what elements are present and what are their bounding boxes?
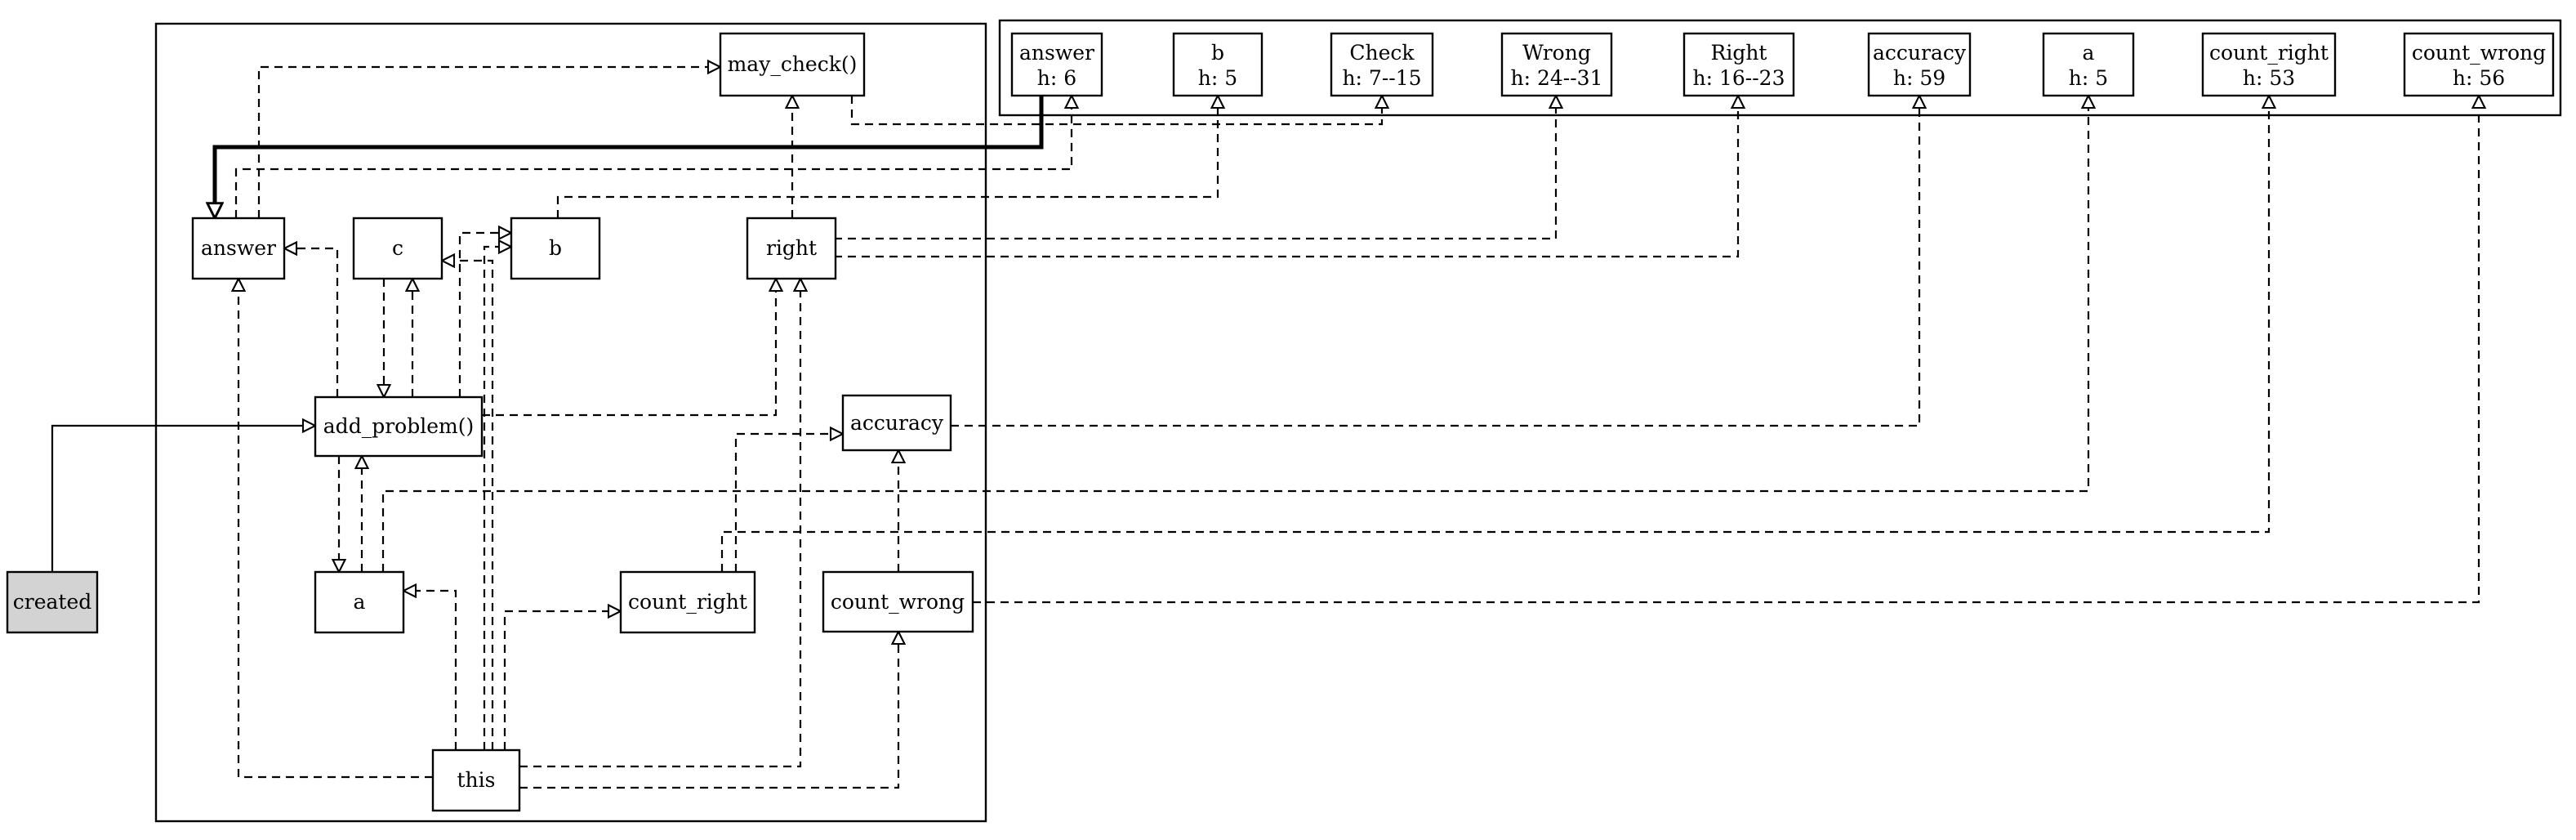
edge-count-right-to-accuracy (734, 434, 843, 572)
history-node-a-name: a (2083, 41, 2095, 65)
history-node-wrong-name: Wrong (1522, 41, 1591, 65)
edge-this-to-c (442, 261, 494, 750)
node-answer-label: answer (201, 236, 276, 260)
edge-layer (51, 67, 2479, 789)
edge-this-to-count-right (503, 611, 621, 750)
node-right-label: right (766, 236, 817, 260)
history-node-b-value: h: 5 (1198, 66, 1237, 90)
history-node-count-right: count_right h: 53 (2201, 32, 2337, 97)
edge-add-problem-to-answer (284, 248, 339, 397)
edge-this-to-answer (238, 279, 433, 779)
edge-add-problem-to-b (458, 233, 511, 397)
main-cluster (154, 22, 987, 823)
edge-this-to-count-wrong (519, 632, 898, 789)
node-this: this (431, 748, 521, 812)
history-node-answer-name: answer (1019, 41, 1094, 65)
history-node-accuracy: accuracy h: 59 (1867, 32, 1972, 97)
edge-right-to-history-wrong (834, 96, 1556, 240)
edge-b-to-history-b (556, 96, 1218, 218)
history-cluster (998, 19, 2562, 117)
node-count-wrong: count_wrong (822, 570, 974, 633)
node-count-right-label: count_right (628, 590, 747, 614)
history-node-count-right-value: h: 53 (2243, 66, 2295, 90)
node-b: b (510, 217, 601, 280)
history-node-count-wrong-name: count_wrong (2412, 41, 2546, 65)
node-accuracy-label: accuracy (850, 411, 944, 435)
history-node-right: Right h: 16--23 (1682, 32, 1795, 97)
history-node-a-value: h: 5 (2069, 66, 2108, 90)
edge-this-to-a (403, 591, 457, 750)
edge-count-right-to-history-count-right (720, 96, 2269, 572)
edge-count-wrong-to-history-count-wrong (973, 96, 2479, 604)
node-this-label: this (457, 768, 496, 792)
edge-created-to-add-problem (51, 426, 315, 572)
node-created: created (6, 570, 99, 634)
node-may-check: may_check() (719, 32, 866, 97)
node-may-check-label: may_check() (728, 52, 858, 76)
history-node-count-wrong: count_wrong h: 56 (2403, 32, 2555, 97)
edge-right-to-history-right (834, 96, 1738, 258)
history-node-a: a h: 5 (2042, 32, 2135, 97)
history-node-right-value: h: 16--23 (1693, 66, 1785, 90)
node-accuracy: accuracy (841, 394, 952, 452)
node-answer: answer (191, 217, 286, 280)
history-node-accuracy-name: accuracy (1873, 41, 1967, 65)
node-b-label: b (549, 236, 562, 260)
node-a-label: a (354, 590, 366, 614)
history-node-check: Check h: 7--15 (1330, 32, 1434, 97)
history-node-right-name: Right (1711, 41, 1767, 65)
history-node-answer: answer h: 6 (1010, 32, 1103, 97)
node-add-problem: add_problem() (314, 395, 484, 458)
history-node-check-name: Check (1349, 41, 1415, 65)
history-node-wrong-value: h: 24--31 (1511, 66, 1603, 90)
edge-this-to-b (483, 247, 511, 750)
edge-answer-to-may-check (257, 67, 720, 218)
node-created-label: created (13, 590, 92, 614)
node-c-label: c (392, 236, 403, 260)
edge-add-problem-to-right (482, 279, 776, 417)
history-node-check-value: h: 7--15 (1342, 66, 1421, 90)
edge-this-to-right (519, 279, 800, 768)
edge-accuracy-to-history-accuracy (951, 96, 1919, 427)
history-node-count-right-name: count_right (2209, 41, 2329, 65)
node-a: a (314, 570, 405, 634)
history-node-count-wrong-value: h: 56 (2453, 66, 2505, 90)
edge-history-answer-to-answer (215, 96, 1044, 218)
node-c: c (352, 217, 443, 280)
edge-a-to-history-a (381, 96, 2088, 572)
history-node-b-name: b (1211, 41, 1224, 65)
node-count-right: count_right (619, 570, 756, 634)
node-add-problem-label: add_problem() (323, 414, 474, 438)
history-node-accuracy-value: h: 59 (1893, 66, 1945, 90)
edge-may-check-to-history-check (850, 96, 1382, 126)
edge-answer-to-history-answer (234, 96, 1072, 218)
history-node-answer-value: h: 6 (1037, 66, 1076, 90)
node-count-wrong-label: count_wrong (831, 590, 965, 614)
history-node-b: b h: 5 (1172, 32, 1263, 97)
node-right: right (746, 217, 837, 280)
history-node-wrong: Wrong h: 24--31 (1500, 32, 1613, 97)
